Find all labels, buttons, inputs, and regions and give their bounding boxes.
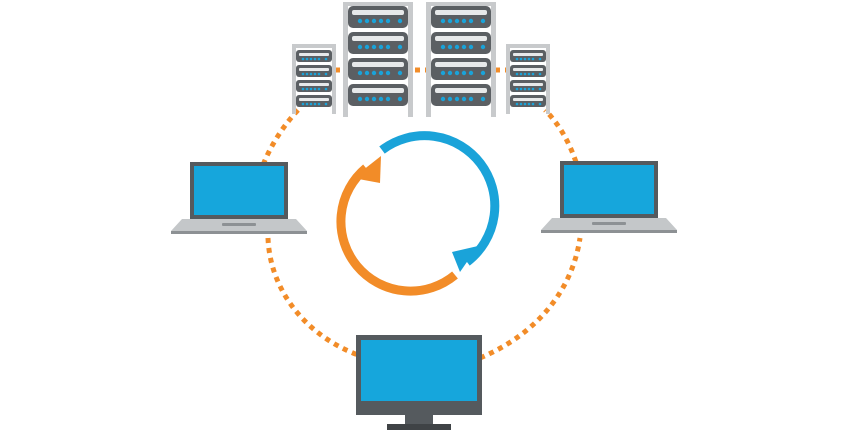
cycle-arrow-blue: [379, 131, 500, 266]
connection-laptop-left-to-monitor: [265, 237, 359, 358]
sync-cycle-arrows-icon: [336, 131, 500, 296]
laptop-right: [541, 161, 677, 233]
connection-paths: [260, 67, 583, 361]
server-rack-small-left: [292, 44, 336, 114]
connection-monitor-to-laptop-right: [479, 237, 583, 361]
connection-laptop-right-to-rack: [543, 108, 579, 163]
server-rack-large-right: [426, 2, 496, 117]
desktop-monitor: [356, 335, 482, 430]
cycle-arrow-orange: [336, 164, 458, 296]
server-rack-large-left: [343, 2, 413, 117]
server-rack-small-right: [506, 44, 550, 114]
connection-rack-to-laptop-left: [260, 108, 300, 166]
laptop-left: [171, 162, 307, 234]
